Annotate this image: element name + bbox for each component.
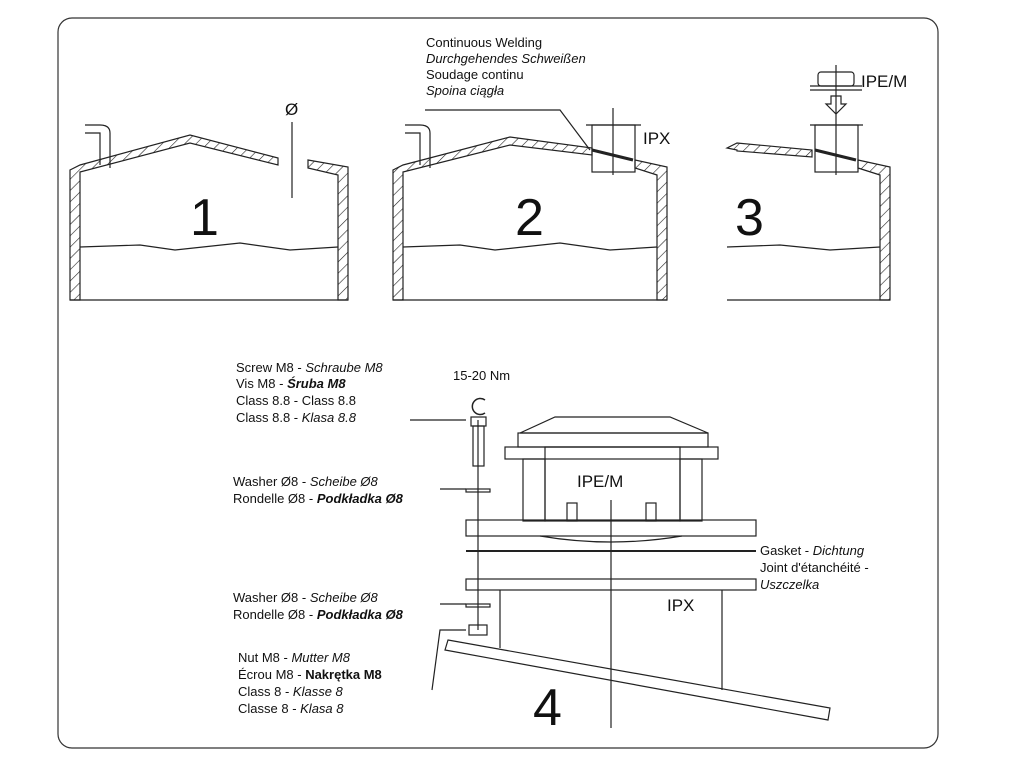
step-number-1: 1 bbox=[190, 189, 219, 247]
svg-text:Washer Ø8 - Scheibe Ø8: Washer Ø8 - Scheibe Ø8 bbox=[233, 474, 379, 489]
ipx-label: IPX bbox=[643, 129, 670, 148]
svg-text:Spoina ciągła: Spoina ciągła bbox=[426, 83, 504, 98]
torque-arrow-icon bbox=[471, 397, 486, 416]
svg-text:Washer Ø8 - Scheibe Ø8: Washer Ø8 - Scheibe Ø8 bbox=[233, 590, 379, 605]
tank-roof-section bbox=[444, 639, 831, 721]
gasket-label: Gasket - Dichtung Joint d'étanchéité - U… bbox=[760, 543, 869, 592]
svg-text:Class 8 - Klasse 8: Class 8 - Klasse 8 bbox=[238, 684, 344, 699]
svg-text:Classe 8 - Klasa 8: Classe 8 - Klasa 8 bbox=[238, 701, 344, 716]
washer-top-label: Washer Ø8 - Scheibe Ø8 Rondelle Ø8 - Pod… bbox=[233, 474, 404, 506]
ipx-label-4: IPX bbox=[667, 596, 694, 615]
screw-label: Screw M8 - Schraube M8 Vis M8 - Śruba M8… bbox=[236, 360, 383, 425]
tank-1 bbox=[69, 122, 349, 301]
torque-label: 15-20 Nm bbox=[453, 368, 510, 383]
tank-3 bbox=[725, 65, 891, 301]
washer-top bbox=[465, 488, 491, 493]
weld-seam bbox=[591, 148, 634, 162]
step-number-3: 3 bbox=[735, 189, 764, 247]
svg-text:Soudage continu: Soudage continu bbox=[426, 67, 524, 82]
ipe-m-device-small bbox=[810, 71, 862, 91]
frame bbox=[57, 17, 939, 749]
ipe-m-label: IPE/M bbox=[577, 472, 623, 491]
svg-text:Screw M8 - Schraube M8: Screw M8 - Schraube M8 bbox=[236, 360, 383, 375]
assembly-4 bbox=[410, 397, 831, 728]
svg-text:Vis M8 - Śruba M8: Vis M8 - Śruba M8 bbox=[236, 376, 346, 391]
svg-text:Continuous Welding: Continuous Welding bbox=[426, 35, 542, 50]
svg-text:Durchgehendes Schweißen: Durchgehendes Schweißen bbox=[426, 51, 586, 66]
washer-bottom bbox=[465, 603, 491, 608]
svg-text:Gasket - Dichtung: Gasket - Dichtung bbox=[760, 543, 865, 558]
nut-label: Nut M8 - Mutter M8 Écrou M8 - Nakrętka M… bbox=[238, 650, 382, 716]
step-number-2: 2 bbox=[515, 189, 544, 247]
screw-shank bbox=[472, 425, 485, 467]
weld-leader bbox=[425, 109, 591, 151]
svg-text:Nut M8 - Mutter M8: Nut M8 - Mutter M8 bbox=[238, 650, 351, 665]
vent-pipe bbox=[85, 124, 111, 168]
nut bbox=[468, 624, 488, 636]
arrow-down-icon bbox=[824, 95, 848, 115]
weld-label: Continuous Welding Durchgehendes Schweiß… bbox=[426, 35, 586, 98]
svg-text:Joint d'étanchéité -: Joint d'étanchéité - bbox=[760, 560, 869, 575]
ipe-m-label-small: IPE/M bbox=[861, 72, 907, 91]
step-number-4: 4 bbox=[533, 679, 562, 737]
opening-label: Ø bbox=[285, 100, 298, 119]
washer-bottom-label: Washer Ø8 - Scheibe Ø8 Rondelle Ø8 - Pod… bbox=[233, 590, 404, 622]
svg-text:Écrou M8 - Nakrętka M8: Écrou M8 - Nakrętka M8 bbox=[238, 667, 382, 682]
svg-text:Class 8.8 - Klasa 8.8: Class 8.8 - Klasa 8.8 bbox=[236, 410, 357, 425]
tank-2 bbox=[392, 108, 668, 301]
svg-text:Rondelle Ø8 - Podkładka Ø8: Rondelle Ø8 - Podkładka Ø8 bbox=[233, 607, 404, 622]
svg-text:Rondelle Ø8 - Podkładka Ø8: Rondelle Ø8 - Podkładka Ø8 bbox=[233, 491, 404, 506]
svg-text:Class 8.8 - Class 8.8: Class 8.8 - Class 8.8 bbox=[236, 393, 356, 408]
svg-text:Uszczelka: Uszczelka bbox=[760, 577, 819, 592]
